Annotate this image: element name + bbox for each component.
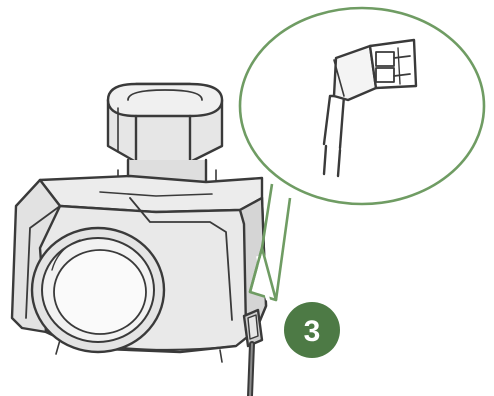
- magnifier-callout: [240, 8, 484, 300]
- step-number: 3: [304, 315, 321, 348]
- side-socket: [244, 310, 262, 346]
- step-badge: 3: [284, 302, 340, 358]
- valve-body: [12, 84, 266, 396]
- hex-nut: [108, 84, 222, 190]
- round-port: [32, 228, 164, 352]
